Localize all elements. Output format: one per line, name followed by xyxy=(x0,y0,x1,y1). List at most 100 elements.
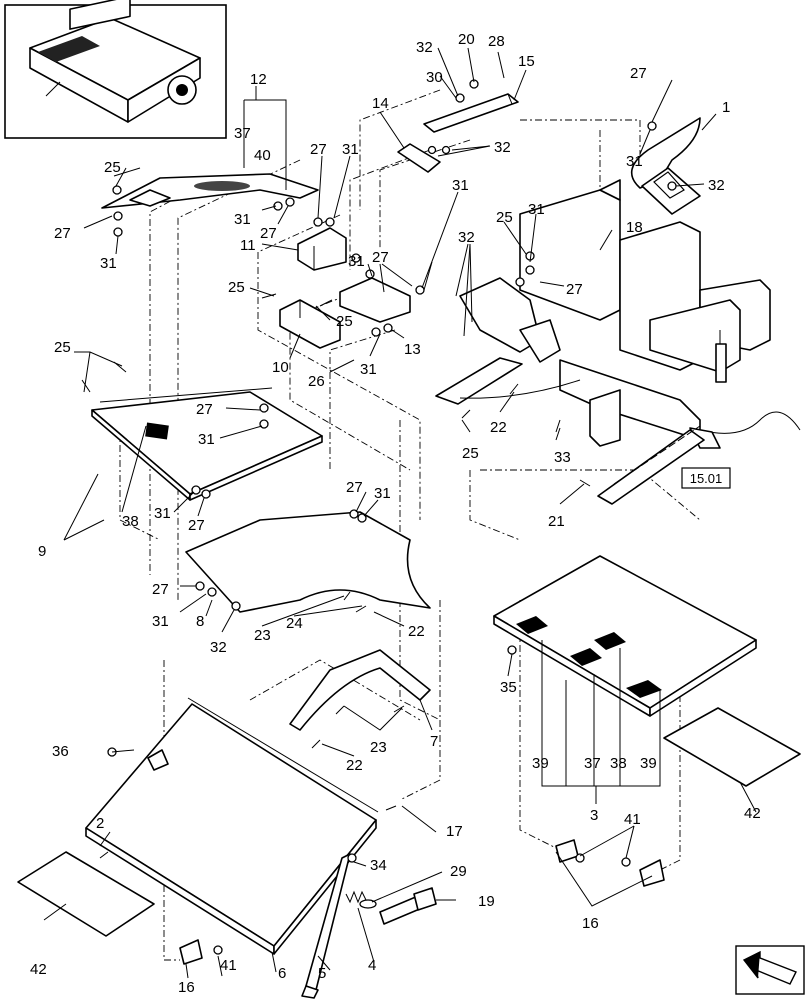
clip-16-right xyxy=(555,839,665,887)
callout-37-top: 37 xyxy=(234,125,251,142)
callout-30: 30 xyxy=(426,69,443,86)
callout-17: 17 xyxy=(446,823,463,840)
callout-16-right: 16 xyxy=(582,915,599,932)
bracket-11 xyxy=(297,227,347,271)
callout-31-c: 31 xyxy=(234,211,251,228)
callout-41-left: 41 xyxy=(220,957,237,974)
callout-31-j: 31 xyxy=(154,505,171,522)
callout-25-a: 25 xyxy=(104,159,121,176)
machine-overview-icon xyxy=(29,0,201,123)
callout-22-mid: 22 xyxy=(408,623,425,640)
callout-31-g: 31 xyxy=(348,253,365,270)
callout-8: 8 xyxy=(196,613,204,630)
callout-32-c: 32 xyxy=(708,177,725,194)
callout-27-a: 27 xyxy=(630,65,647,82)
callout-28: 28 xyxy=(488,33,505,50)
pad-42-right xyxy=(663,707,801,787)
panel-7 xyxy=(289,649,431,731)
callout-27-g: 27 xyxy=(196,401,213,418)
callout-31-f: 31 xyxy=(528,201,545,218)
callout-20: 20 xyxy=(458,31,475,48)
pad-42-left xyxy=(17,851,155,937)
callout-31-b: 31 xyxy=(100,255,117,272)
clip-16-left xyxy=(179,939,223,965)
callout-13: 13 xyxy=(404,341,421,358)
callout-27-j: 27 xyxy=(152,581,169,598)
callout-42-right: 42 xyxy=(744,805,761,822)
callout-25-d: 25 xyxy=(336,313,353,330)
callout-32-e: 32 xyxy=(210,639,227,656)
callout-12: 12 xyxy=(250,71,267,88)
leader-lines xyxy=(43,47,757,979)
callout-22-low: 22 xyxy=(346,757,363,774)
callout-31-d: 31 xyxy=(342,141,359,158)
panel-8 xyxy=(185,511,431,613)
callout-15: 15 xyxy=(518,53,535,70)
callout-41-right: 41 xyxy=(624,811,641,828)
bolt-19 xyxy=(345,887,437,925)
callout-25-e: 25 xyxy=(54,339,71,356)
callout-32-b: 32 xyxy=(494,139,511,156)
callout-26: 26 xyxy=(308,373,325,390)
plate-14 xyxy=(397,143,441,173)
callout-31-l: 31 xyxy=(152,613,169,630)
callout-34: 34 xyxy=(370,857,387,874)
callout-27-d: 27 xyxy=(310,141,327,158)
callout-27-b: 27 xyxy=(54,225,71,242)
callout-18: 18 xyxy=(626,219,643,236)
callout-31-k: 31 xyxy=(374,485,391,502)
callout-39-right: 39 xyxy=(640,755,657,772)
callout-1: 1 xyxy=(722,99,730,116)
callout-32-a: 32 xyxy=(416,39,433,56)
machine-overview-inset xyxy=(4,0,227,139)
callout-29: 29 xyxy=(450,863,467,880)
callout-39-left: 39 xyxy=(532,755,549,772)
callout-2: 2 xyxy=(96,815,104,832)
bar-21 xyxy=(597,425,705,505)
callout-38-left: 38 xyxy=(122,513,139,530)
callout-27-i: 27 xyxy=(346,479,363,496)
callout-31-i: 31 xyxy=(198,431,215,448)
callout-5: 5 xyxy=(318,965,326,982)
callout-31-a: 31 xyxy=(626,153,643,170)
callout-7: 7 xyxy=(430,733,438,750)
callout-38-right: 38 xyxy=(610,755,627,772)
reference-box[interactable]: 15.01 xyxy=(681,467,731,489)
callout-32-d: 32 xyxy=(458,229,475,246)
callout-6: 6 xyxy=(278,965,286,982)
callout-40: 40 xyxy=(254,147,271,164)
slide-bar xyxy=(435,357,581,405)
callout-25-c: 25 xyxy=(228,279,245,296)
callout-42-left: 42 xyxy=(30,961,47,978)
cover-3 xyxy=(493,555,757,717)
callout-27-c: 27 xyxy=(260,225,277,242)
callout-25-b: 25 xyxy=(496,209,513,226)
callout-36: 36 xyxy=(52,743,69,760)
page-arrow-icon[interactable] xyxy=(735,945,805,995)
callout-23-low: 23 xyxy=(370,739,387,756)
callout-4: 4 xyxy=(368,957,376,974)
callout-27-h: 27 xyxy=(188,517,205,534)
callout-3: 3 xyxy=(590,807,598,824)
callout-11: 11 xyxy=(240,237,256,254)
bracket-10 xyxy=(279,299,341,349)
callout-27-f: 27 xyxy=(566,281,583,298)
panel-9 xyxy=(91,387,323,501)
callout-27-e: 27 xyxy=(372,249,389,266)
callout-37-right: 37 xyxy=(584,755,601,772)
shield-1 xyxy=(630,117,701,215)
callout-22-top: 22 xyxy=(490,419,507,436)
callout-labels: 1 2 3 4 5 6 7 8 9 10 11 12 13 14 15 16 1… xyxy=(30,31,761,996)
strap-15 xyxy=(423,93,519,133)
callout-16-left: 16 xyxy=(178,979,195,996)
callout-10: 10 xyxy=(272,359,289,376)
reference-label: 15.01 xyxy=(690,471,723,486)
callout-19: 19 xyxy=(478,893,495,910)
callout-31-e: 31 xyxy=(452,177,469,194)
main-frame xyxy=(519,179,801,449)
callout-25-f: 25 xyxy=(462,445,479,462)
arm-5 xyxy=(301,853,351,999)
callout-35: 35 xyxy=(500,679,517,696)
top-deflector-part xyxy=(101,173,319,209)
